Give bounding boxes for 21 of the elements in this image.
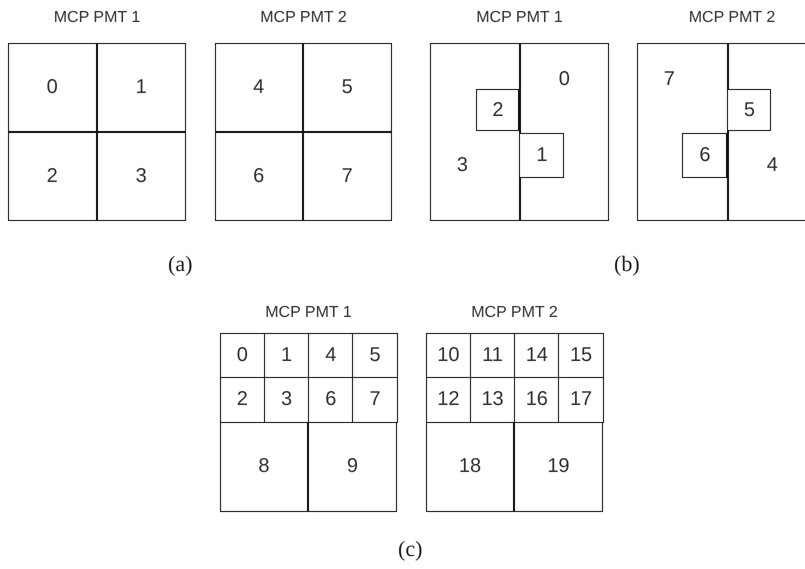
anode-pad: 7 (302, 132, 392, 221)
anode-pad: 2 (8, 132, 97, 221)
detector-title: MCP PMT 1 (52, 9, 142, 27)
detector-title: MCP PMT 1 (264, 304, 353, 322)
anode-pad: 6 (682, 133, 728, 178)
panel-label: (b) (614, 251, 640, 277)
panel-label: (c) (398, 536, 422, 562)
detector-title: MCP PMT 2 (259, 9, 348, 27)
panel-label: (a) (168, 251, 192, 277)
detector-title: MCP PMT 1 (475, 9, 564, 27)
detector-title: MCP PMT 2 (470, 304, 559, 322)
anode-pad: 2 (476, 89, 520, 132)
anode-pad: 6 (214, 132, 303, 221)
anode-pad: 3 (96, 132, 186, 221)
anode-pad: 1 (519, 133, 564, 178)
anode-pad: 4 (214, 42, 303, 132)
anode-pad: 1 (96, 42, 186, 132)
detector-title: MCP PMT 2 (688, 9, 776, 27)
anode-pad: 5 (302, 42, 392, 132)
anode-pad: 5 (727, 89, 772, 132)
anode-pad: 0 (8, 42, 97, 132)
